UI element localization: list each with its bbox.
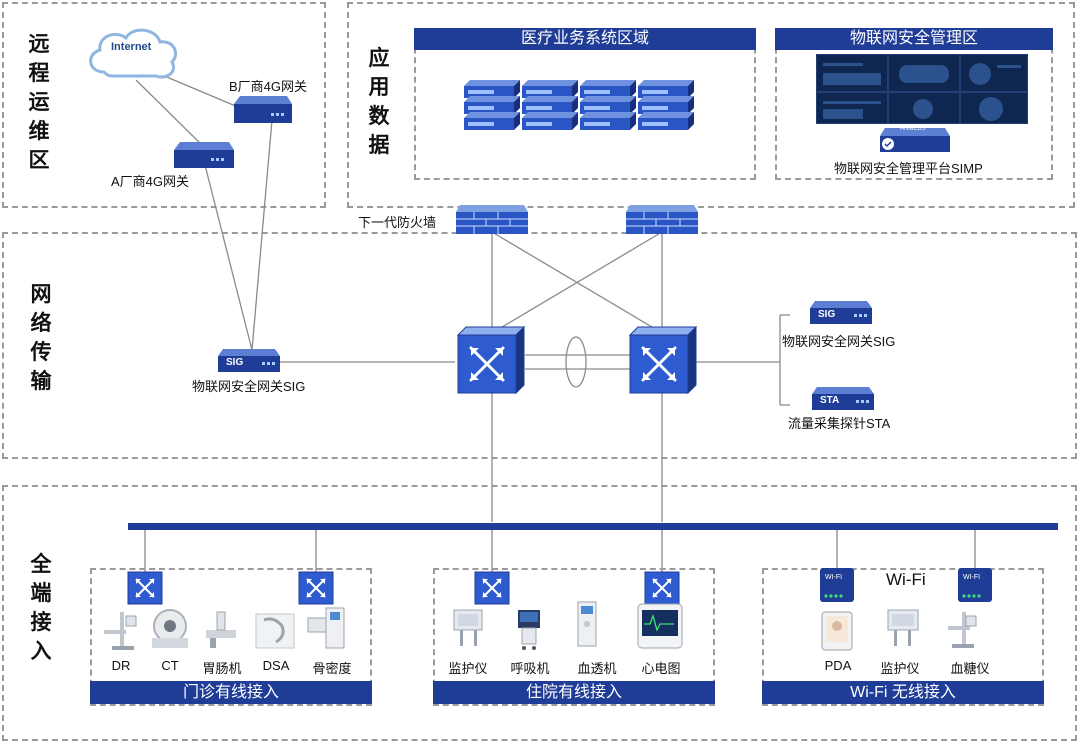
device-label-dr: DR	[111, 658, 131, 673]
inpatient-title: 住院有线接入	[433, 681, 715, 704]
server-unit	[638, 112, 694, 130]
server-unit	[522, 80, 578, 98]
medical-system-title: 医疗业务系统区域	[414, 28, 756, 50]
internet-text: Internet	[111, 41, 152, 53]
ct-icon	[152, 609, 188, 648]
ventilator-icon	[518, 610, 540, 650]
gateway-a-label: A厂商4G网关	[111, 174, 190, 189]
device-label-ct: CT	[161, 658, 179, 673]
sta-tag: STA	[820, 395, 840, 406]
device-label-glucose: 血糖仪	[950, 661, 990, 676]
sig-left-tag: SIG	[226, 357, 244, 368]
access-switch-icon	[298, 571, 334, 605]
monitor-screen-3	[960, 54, 1028, 92]
server-unit	[522, 96, 578, 114]
device-label-ventilator: 呼吸机	[510, 661, 550, 676]
network-zone-label: 网络传输	[30, 283, 52, 393]
gi-machine-icon	[206, 611, 236, 648]
firewall-label: 下一代防火墙	[358, 215, 437, 230]
gateway-b-label: B厂商4G网关	[229, 79, 308, 94]
device-label-wifi-monitor: 监护仪	[880, 661, 920, 676]
remote-zone-label: 远程运维区	[28, 33, 50, 172]
monitor-device-icon	[453, 609, 483, 646]
device-label-dsa: DSA	[262, 658, 290, 673]
simp-label: 物联网安全管理平台SIMP	[834, 161, 983, 176]
device-label-ecg: 心电图	[641, 661, 681, 676]
wifi-ap-right-tag: WI-FI	[963, 574, 981, 581]
server-unit	[464, 112, 520, 130]
monitor-screen-1	[816, 54, 888, 92]
wifi-area	[762, 568, 1044, 706]
ecg-icon	[637, 603, 683, 649]
sta-label: 流量采集探针STA	[788, 416, 891, 431]
sig-left-label: 物联网安全网关SIG	[192, 379, 306, 394]
server-unit	[580, 80, 636, 98]
wifi-heading: Wi-Fi	[886, 570, 926, 589]
access-switch-icon	[127, 571, 163, 605]
iot-security-title: 物联网安全管理区	[775, 28, 1053, 50]
pda-icon	[821, 611, 853, 651]
app-zone-label: 应用数据	[368, 47, 390, 157]
outpatient-title: 门诊有线接入	[90, 681, 372, 704]
dsa-icon	[255, 613, 295, 649]
monitor-screen-6	[960, 92, 1028, 124]
sig-right-label: 物联网安全网关SIG	[782, 334, 896, 349]
server-unit	[638, 80, 694, 98]
server-unit	[580, 96, 636, 114]
wifi-access-title: Wi-Fi 无线接入	[762, 681, 1044, 704]
terminal-access-zone	[2, 485, 1077, 741]
server-unit	[580, 112, 636, 130]
simp-badge-text: ANMEDS	[900, 126, 926, 132]
server-unit	[464, 96, 520, 114]
device-label-pda: PDA	[824, 658, 852, 673]
sig-right-tag: SIG	[818, 309, 836, 320]
inpatient-area	[433, 568, 715, 706]
wifi-ap-left-tag: WI-FI	[825, 574, 843, 581]
glucose-meter-icon	[948, 612, 977, 648]
dr-icon	[104, 612, 137, 650]
access-switch-icon	[474, 571, 510, 605]
server-unit	[522, 112, 578, 130]
device-label-monitor: 监护仪	[448, 661, 488, 676]
device-label-gi: 胃肠机	[202, 661, 242, 676]
outpatient-area	[90, 568, 372, 706]
server-unit	[638, 96, 694, 114]
wifi-monitor-icon	[887, 609, 919, 646]
access-zone-label: 全端接入	[30, 553, 52, 663]
bone-density-icon	[307, 607, 345, 649]
monitor-screen-4	[816, 92, 888, 124]
access-switch-icon	[644, 571, 680, 605]
monitor-screen-2	[888, 54, 960, 92]
application-data-zone	[347, 2, 1075, 208]
network-transport-zone	[2, 232, 1077, 459]
device-label-bone: 骨密度	[312, 661, 352, 676]
dialysis-icon	[577, 601, 597, 647]
monitor-screen-5	[888, 92, 960, 124]
server-unit	[464, 80, 520, 98]
remote-maintenance-zone	[2, 2, 326, 208]
device-label-dialysis: 血透机	[577, 661, 617, 676]
